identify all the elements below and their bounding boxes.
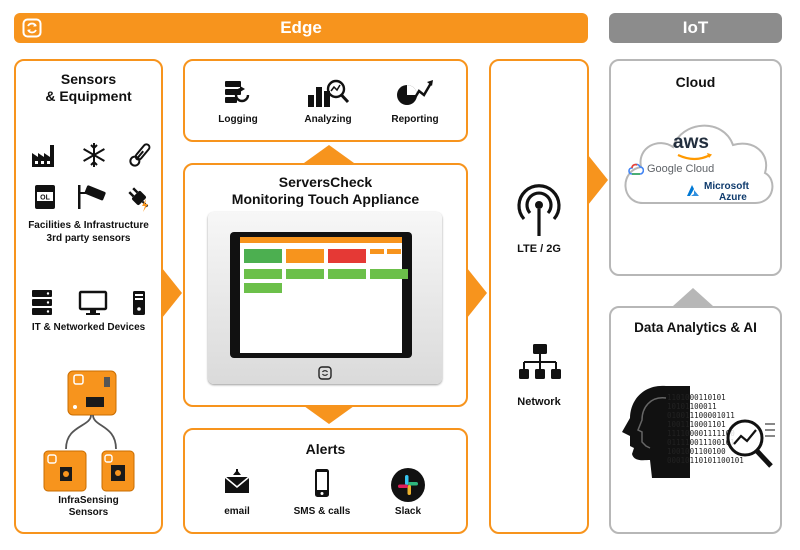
google-cloud-label: Google Cloud bbox=[647, 163, 715, 175]
iot-banner-label: IoT bbox=[682, 18, 709, 37]
arrow-sensors-to-appliance bbox=[162, 268, 184, 323]
binary-line: 010011100001011 bbox=[667, 411, 735, 420]
cloud-title: Cloud bbox=[675, 74, 716, 90]
dashboard-row bbox=[286, 269, 324, 279]
logging-label: Logging bbox=[218, 114, 258, 125]
infrasensing-sensor-right-icon bbox=[100, 447, 136, 493]
binary-line: 111100001111100 bbox=[667, 429, 735, 438]
sensors-title: Sensors & Equipment bbox=[45, 71, 132, 104]
thermometer-icon bbox=[126, 141, 154, 169]
dashboard-tile-orange bbox=[286, 249, 324, 263]
desktop-tower-icon bbox=[131, 290, 147, 316]
wireless-antenna-icon bbox=[511, 181, 567, 237]
alerts-box: Alerts email SMS & calls Slack bbox=[183, 428, 468, 534]
network-topology-icon bbox=[518, 343, 562, 381]
binary-line: 011110011100101 bbox=[667, 438, 735, 447]
binary-line: 1001001100100 bbox=[667, 447, 726, 456]
email-label: email bbox=[224, 506, 250, 517]
ai-head-profile-icon bbox=[616, 382, 696, 482]
binary-line: 10101100011 bbox=[667, 402, 717, 411]
aws-smile-icon bbox=[677, 153, 713, 162]
logging-icon bbox=[223, 79, 253, 107]
sensor-cables-icon bbox=[51, 413, 131, 453]
reporting-icon bbox=[395, 77, 435, 109]
dashboard-button bbox=[387, 249, 401, 254]
third-party-label: 3rd party sensors bbox=[46, 233, 131, 244]
edge-banner-label: Edge bbox=[280, 18, 322, 37]
azure-logo-icon bbox=[686, 185, 700, 197]
arrow-appliance-to-network bbox=[467, 268, 489, 323]
binary-line: 1001110001101 bbox=[667, 420, 726, 429]
google-cloud-logo-icon bbox=[628, 163, 644, 175]
arrow-appliance-to-top bbox=[304, 145, 354, 168]
infrasensing-base-unit-icon bbox=[66, 369, 118, 417]
cctv-camera-icon bbox=[76, 183, 108, 211]
analyzing-icon bbox=[306, 77, 350, 109]
cloud-box: Cloud aws Google Cloud Microsoft Azure bbox=[609, 59, 782, 276]
iot-banner: IoT bbox=[609, 13, 782, 43]
touch-appliance-device bbox=[208, 212, 442, 384]
appliance-title: ServersCheck Monitoring Touch Appliance bbox=[231, 174, 420, 207]
dashboard-tile-red bbox=[328, 249, 366, 263]
serverscheck-logo-icon bbox=[22, 18, 42, 38]
data-analytics-box: Data Analytics & AI 1101000110101 101011… bbox=[609, 306, 782, 534]
facilities-label: Facilities & Infrastructure bbox=[28, 220, 149, 231]
analyzing-label: Analyzing bbox=[304, 114, 352, 125]
email-icon bbox=[223, 469, 251, 495]
arrow-network-to-cloud bbox=[588, 155, 610, 210]
dashboard-row bbox=[244, 269, 282, 279]
network-label: Network bbox=[517, 396, 561, 408]
home-button-icon[interactable] bbox=[318, 366, 332, 380]
dashboard-header bbox=[240, 237, 402, 243]
dashboard-row bbox=[244, 283, 282, 293]
arrow-analytics-to-cloud bbox=[673, 288, 713, 311]
processing-box: Logging Analyzing Reporting bbox=[183, 59, 468, 142]
server-rack-icon bbox=[30, 289, 54, 317]
cloud-outline-icon bbox=[615, 103, 778, 213]
aws-logo-text: aws bbox=[673, 132, 709, 153]
dashboard-row bbox=[328, 269, 366, 279]
azure-label-line1: Microsoft bbox=[704, 181, 749, 192]
binary-line: 1101000110101 bbox=[667, 393, 726, 402]
it-devices-label: IT & Networked Devices bbox=[31, 322, 146, 333]
edge-banner: Edge bbox=[14, 13, 588, 43]
binary-data-block: 1101000110101 10101100011 01001110000101… bbox=[667, 393, 779, 465]
oil-tank-text: OL bbox=[40, 195, 50, 202]
slack-label: Slack bbox=[394, 506, 422, 517]
arrow-appliance-to-alerts bbox=[304, 406, 354, 429]
oil-tank-icon: OL bbox=[33, 183, 57, 211]
power-plug-icon bbox=[124, 183, 154, 213]
infrasensing-sensor-left-icon bbox=[42, 447, 88, 493]
alerts-title: Alerts bbox=[305, 441, 346, 457]
infrasensing-label: InfraSensing Sensors bbox=[58, 495, 119, 518]
monitor-icon bbox=[78, 290, 108, 316]
magnifier-chart-icon bbox=[721, 414, 777, 474]
appliance-box: ServersCheck Monitoring Touch Appliance bbox=[183, 163, 468, 407]
dashboard-tile-green bbox=[244, 249, 282, 263]
sensors-equipment-box: Sensors & Equipment OL Facilities & Infr… bbox=[14, 59, 163, 534]
dashboard-button bbox=[370, 249, 384, 254]
network-box: LTE / 2G Network bbox=[489, 59, 589, 534]
analytics-title: Data Analytics & AI bbox=[634, 320, 757, 335]
dashboard-row bbox=[370, 269, 408, 279]
factory-icon bbox=[30, 141, 58, 169]
slack-icon bbox=[391, 468, 425, 502]
snowflake-icon bbox=[80, 141, 108, 169]
reporting-label: Reporting bbox=[391, 114, 439, 125]
binary-line: 00010110101100101 bbox=[667, 456, 744, 465]
lte-label: LTE / 2G bbox=[517, 243, 561, 255]
monitoring-dashboard bbox=[240, 237, 408, 353]
appliance-screen bbox=[230, 232, 412, 358]
mobile-phone-icon bbox=[313, 468, 331, 498]
azure-label-line2: Azure bbox=[719, 192, 747, 203]
sms-calls-label: SMS & calls bbox=[293, 506, 351, 517]
